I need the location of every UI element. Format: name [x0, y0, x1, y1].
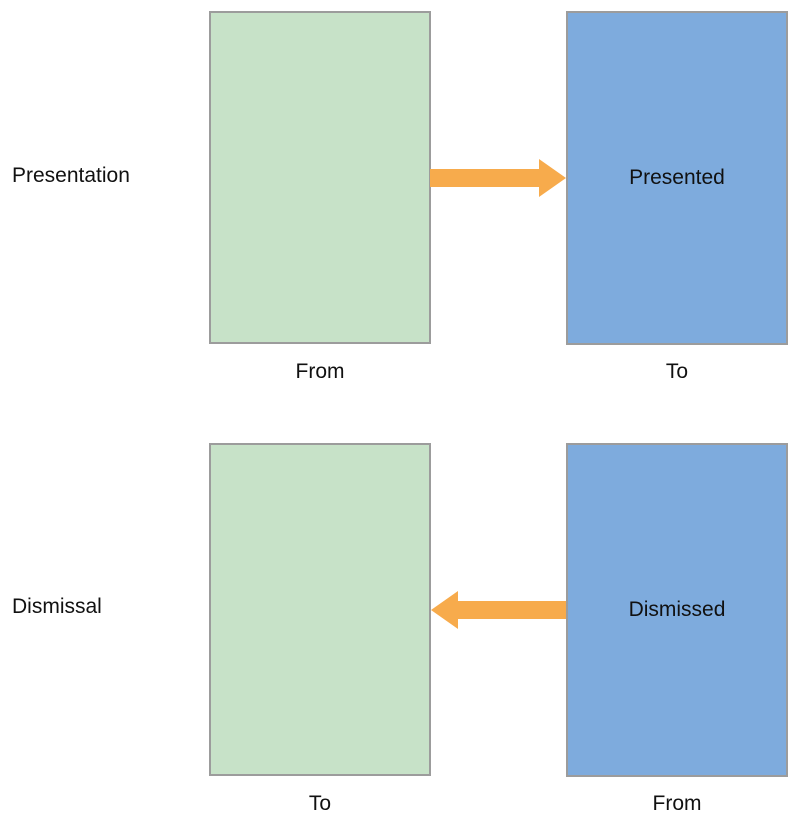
- arrow-right-icon-presentation: [430, 159, 566, 197]
- from-box-caption-presentation: From: [295, 360, 345, 383]
- to-box-caption-dismissal: To: [308, 792, 332, 815]
- diagram-row-presentation: Presentation Presented From To: [12, 11, 788, 383]
- from-box-dismissal[interactable]: Dismissed: [566, 443, 788, 777]
- row-label-dismissal: Dismissal: [12, 595, 102, 618]
- to-box-dismissal[interactable]: [209, 443, 431, 776]
- from-box-caption-dismissal: From: [652, 792, 702, 815]
- row-label-presentation: Presentation: [12, 164, 130, 187]
- from-box-label-dismissal: Dismissed: [628, 598, 726, 621]
- to-box-presentation[interactable]: Presented: [566, 11, 788, 345]
- to-box-caption-presentation: To: [665, 360, 689, 383]
- from-box-presentation[interactable]: [209, 11, 431, 344]
- to-box-label-presentation: Presented: [629, 166, 725, 189]
- arrow-left-icon-dismissal: [431, 591, 567, 629]
- diagram-row-dismissal: Dismissal Dismissed To From: [0, 418, 799, 835]
